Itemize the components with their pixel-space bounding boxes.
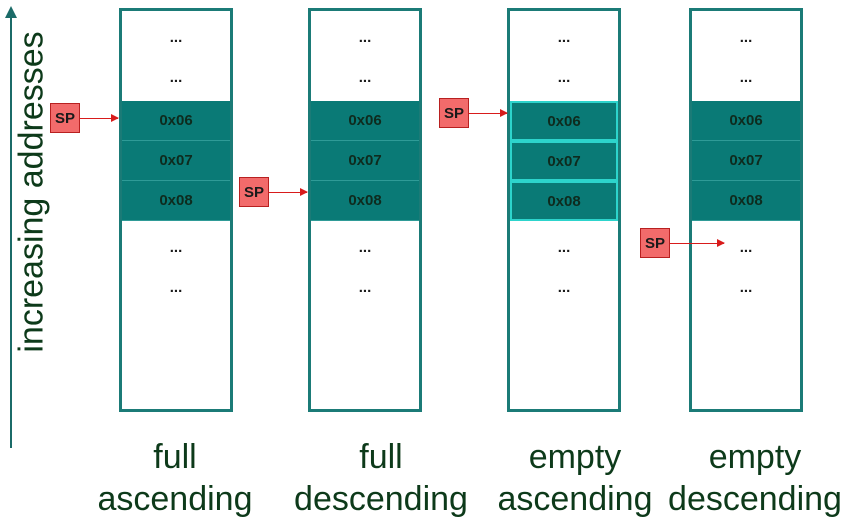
stack-empty-descending: ... ... 0x06 0x07 0x08 ... ...	[689, 8, 803, 412]
stack-cell-occupied: 0x08	[692, 181, 800, 221]
stack-label: empty descending	[668, 438, 842, 518]
stack-pointer-arrow	[269, 188, 308, 196]
stack-cell-occupied: 0x06	[510, 101, 618, 141]
stack-pointer-marker: SP	[50, 103, 80, 133]
stack-cell: ...	[358, 278, 372, 296]
axis-label: increasing addresses	[12, 31, 51, 353]
stack-cell-occupied: 0x06	[122, 101, 230, 141]
stack-cell-occupied: 0x07	[311, 141, 419, 181]
stack-pointer-arrow	[469, 109, 508, 117]
stack-cell-occupied: 0x08	[122, 181, 230, 221]
stack-pointer-marker: SP	[439, 98, 469, 128]
stack-cell-occupied: 0x07	[122, 141, 230, 181]
stack-label: full descending	[294, 438, 468, 518]
stack-full-descending: ... ... 0x06 0x07 0x08 ... ...	[308, 8, 422, 412]
stack-label: empty ascending	[497, 438, 653, 518]
stack-cell-occupied: 0x08	[311, 181, 419, 221]
stack-cell: ...	[358, 238, 372, 256]
stack-cell: ...	[557, 28, 571, 46]
stack-cell-occupied: 0x06	[692, 101, 800, 141]
stack-cell: ...	[557, 238, 571, 256]
stack-cell: ...	[169, 68, 183, 86]
stack-cell: ...	[739, 238, 753, 256]
stack-label: full ascending	[97, 438, 253, 518]
stack-cell-occupied: 0x08	[510, 181, 618, 221]
stack-cell: ...	[169, 278, 183, 296]
stack-cell: ...	[557, 68, 571, 86]
stack-pointer-arrow	[670, 239, 725, 247]
stack-cell-occupied: 0x06	[311, 101, 419, 141]
stack-pointer-arrow	[80, 114, 119, 122]
stack-pointer-marker: SP	[640, 228, 670, 258]
stack-cell-occupied: 0x07	[692, 141, 800, 181]
address-axis-line	[10, 16, 12, 448]
stack-cell: ...	[169, 28, 183, 46]
stack-full-ascending: ... ... 0x06 0x07 0x08 ... ...	[119, 8, 233, 412]
stack-cell: ...	[739, 28, 753, 46]
stack-empty-ascending: ... ... 0x06 0x07 0x08 ... ...	[507, 8, 621, 412]
stack-cell-occupied: 0x07	[510, 141, 618, 181]
stack-cell: ...	[358, 68, 372, 86]
stack-cell: ...	[557, 278, 571, 296]
stack-pointer-marker: SP	[239, 177, 269, 207]
stack-cell: ...	[358, 28, 372, 46]
address-axis-arrowhead	[5, 6, 17, 18]
stack-cell: ...	[169, 238, 183, 256]
stack-cell: ...	[739, 278, 753, 296]
stack-cell: ...	[739, 68, 753, 86]
